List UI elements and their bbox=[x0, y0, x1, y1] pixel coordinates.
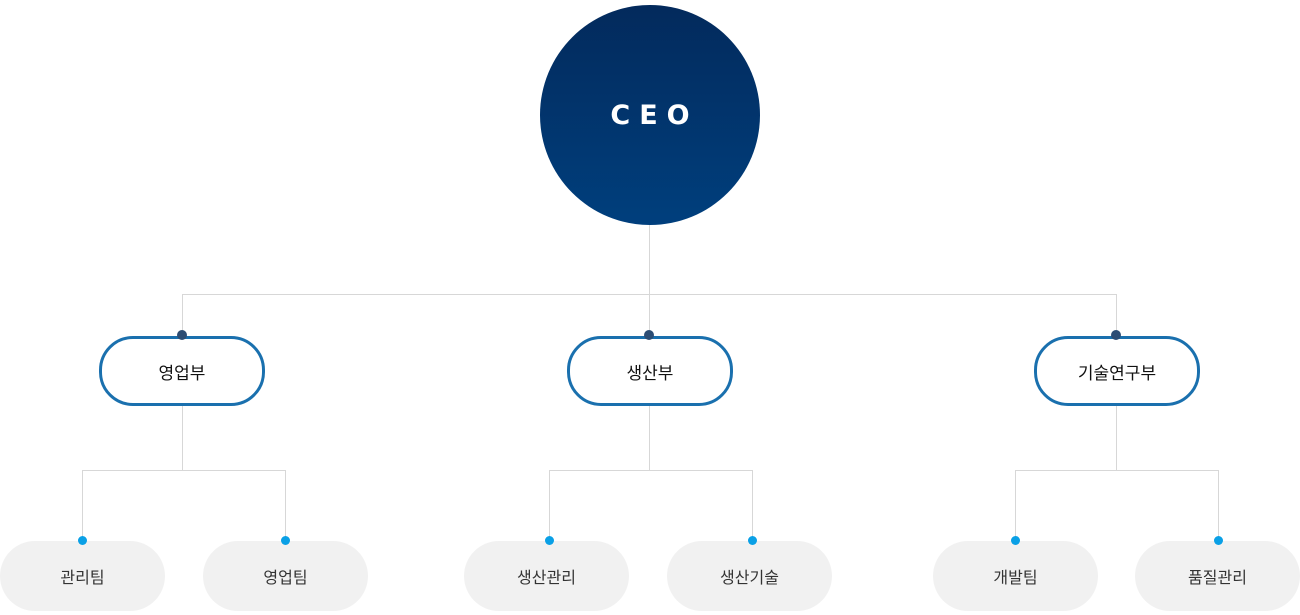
department-node-rnd: 기술연구부 bbox=[1034, 336, 1200, 406]
department-node-production: 생산부 bbox=[567, 336, 733, 406]
team-label: 생산기술 bbox=[720, 568, 779, 587]
team-label: 영업팀 bbox=[263, 568, 308, 587]
connector-production-down bbox=[649, 403, 650, 470]
team-dot bbox=[545, 536, 554, 545]
team-node: 생산관리 bbox=[464, 541, 629, 611]
connector-ceo-trunk bbox=[649, 225, 650, 294]
connector-sales-team2-drop bbox=[285, 470, 286, 541]
team-node: 품질관리 bbox=[1135, 541, 1300, 611]
ceo-label: CEO bbox=[610, 99, 699, 131]
connector-sales-down bbox=[182, 403, 183, 470]
team-dot bbox=[748, 536, 757, 545]
team-label: 품질관리 bbox=[1188, 568, 1247, 587]
department-node-sales: 영업부 bbox=[99, 336, 265, 406]
department-label: 생산부 bbox=[626, 363, 674, 384]
department-dot-rnd bbox=[1111, 330, 1121, 340]
ceo-node: CEO bbox=[540, 5, 760, 225]
connector-sales-team1-drop bbox=[82, 470, 83, 541]
connector-production-team1-drop bbox=[549, 470, 550, 541]
team-label: 관리팀 bbox=[60, 568, 105, 587]
department-label: 기술연구부 bbox=[1077, 363, 1157, 384]
team-node: 영업팀 bbox=[203, 541, 368, 611]
connector-rnd-team-rail bbox=[1015, 470, 1219, 471]
team-node: 개발팀 bbox=[933, 541, 1098, 611]
connector-sales-drop bbox=[182, 294, 183, 336]
connector-rnd-team1-drop bbox=[1015, 470, 1016, 541]
connector-production-drop bbox=[649, 294, 650, 336]
team-dot bbox=[1214, 536, 1223, 545]
department-dot-production bbox=[644, 330, 654, 340]
connector-rnd-drop bbox=[1116, 294, 1117, 336]
connector-production-team2-drop bbox=[752, 470, 753, 541]
connector-rnd-down bbox=[1116, 403, 1117, 470]
team-node: 생산기술 bbox=[667, 541, 832, 611]
team-dot bbox=[281, 536, 290, 545]
team-dot bbox=[1011, 536, 1020, 545]
team-node: 관리팀 bbox=[0, 541, 165, 611]
connector-rnd-team2-drop bbox=[1218, 470, 1219, 541]
team-dot bbox=[78, 536, 87, 545]
team-label: 생산관리 bbox=[517, 568, 576, 587]
department-label: 영업부 bbox=[158, 363, 206, 384]
team-label: 개발팀 bbox=[993, 568, 1038, 587]
connector-sales-team-rail bbox=[82, 470, 286, 471]
department-dot-sales bbox=[177, 330, 187, 340]
connector-production-team-rail bbox=[549, 470, 753, 471]
